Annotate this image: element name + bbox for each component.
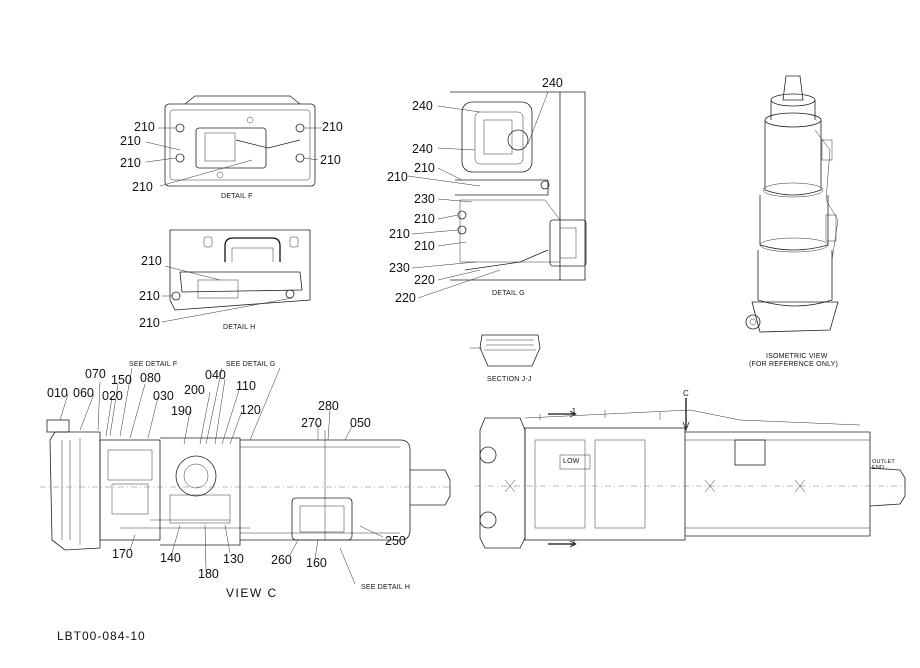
callout-030: 030	[153, 389, 174, 403]
outlet-end-label-1: OUTLET	[872, 459, 895, 465]
callout-080: 080	[140, 371, 161, 385]
section-jj-caption: SECTION J-J	[487, 376, 532, 383]
callout-detail-g-5: 210	[387, 170, 408, 184]
callout-detail-g-12: 220	[395, 291, 416, 305]
callout-150: 150	[111, 373, 132, 387]
callout-detail-g-7: 210	[414, 212, 435, 226]
callout-200: 200	[184, 383, 205, 397]
callout-270: 270	[301, 416, 322, 430]
section-jj-drawing	[470, 334, 541, 367]
callout-detail-f-1: 210	[134, 120, 155, 134]
callout-060: 060	[73, 386, 94, 400]
section-arrow-j-top-label: J	[571, 407, 576, 416]
callout-120: 120	[240, 403, 261, 417]
callout-110: 110	[236, 379, 256, 393]
callout-180: 180	[198, 567, 219, 581]
callout-detail-g-10: 230	[389, 261, 410, 275]
low-label: LOW	[563, 458, 580, 465]
callout-detail-g-8: 210	[389, 227, 410, 241]
callout-020: 020	[102, 389, 123, 403]
callout-detail-f-3: 210	[120, 156, 141, 170]
callout-detail-g-3: 240	[412, 142, 433, 156]
callout-170: 170	[112, 547, 133, 561]
see-detail-h-label: SEE DETAIL H	[361, 584, 411, 591]
callout-050: 050	[350, 416, 371, 430]
callout-detail-g-4: 210	[414, 161, 435, 175]
detail-h-drawing	[161, 229, 311, 323]
view-c-drawing	[40, 367, 451, 585]
callout-detail-g-1: 240	[412, 99, 433, 113]
see-detail-g-label: SEE DETAIL G	[226, 361, 276, 368]
callout-detail-h-3: 210	[139, 316, 160, 330]
drawing-number: LBT00-084-10	[57, 629, 146, 643]
callout-130: 130	[223, 552, 244, 566]
callout-250: 250	[385, 534, 406, 548]
callout-280: 280	[318, 399, 339, 413]
detail-g-drawing	[407, 91, 587, 299]
callout-detail-f-5: 210	[322, 120, 343, 134]
see-detail-f-label: SEE DETAIL F	[129, 361, 178, 368]
detail-f-drawing	[145, 95, 322, 187]
callout-detail-f-4: 210	[132, 180, 153, 194]
isometric-caption-line1: ISOMETRIC VIEW	[766, 353, 828, 360]
callout-detail-g-11: 220	[414, 273, 435, 287]
detail-h-caption: DETAIL H	[223, 324, 256, 331]
callout-detail-g-2: 240	[542, 76, 563, 90]
callout-040: 040	[205, 368, 226, 382]
section-arrow-c-label: C	[683, 389, 689, 398]
callout-190: 190	[171, 404, 192, 418]
callout-260: 260	[271, 553, 292, 567]
isometric-caption-line2: (FOR REFERENCE ONLY)	[749, 361, 839, 368]
callout-detail-h-2: 210	[139, 289, 160, 303]
detail-f-caption: DETAIL F	[221, 193, 253, 200]
callout-010: 010	[47, 386, 68, 400]
callout-detail-g-6: 230	[414, 192, 435, 206]
detail-g-caption: DETAIL G	[492, 290, 525, 297]
callout-070: 070	[85, 367, 106, 381]
callout-140: 140	[160, 551, 181, 565]
outlet-end-label-2: END	[872, 465, 885, 471]
callout-detail-f-2: 210	[120, 134, 141, 148]
callout-detail-f-6: 210	[320, 153, 341, 167]
callout-detail-h-1: 210	[141, 254, 162, 268]
callout-160: 160	[306, 556, 327, 570]
view-c-label: VIEW C	[226, 586, 278, 600]
right-view-drawing	[475, 398, 906, 549]
isometric-drawing	[745, 75, 839, 333]
callout-detail-g-9: 210	[414, 239, 435, 253]
section-arrow-j-bottom-label: J	[571, 539, 576, 548]
